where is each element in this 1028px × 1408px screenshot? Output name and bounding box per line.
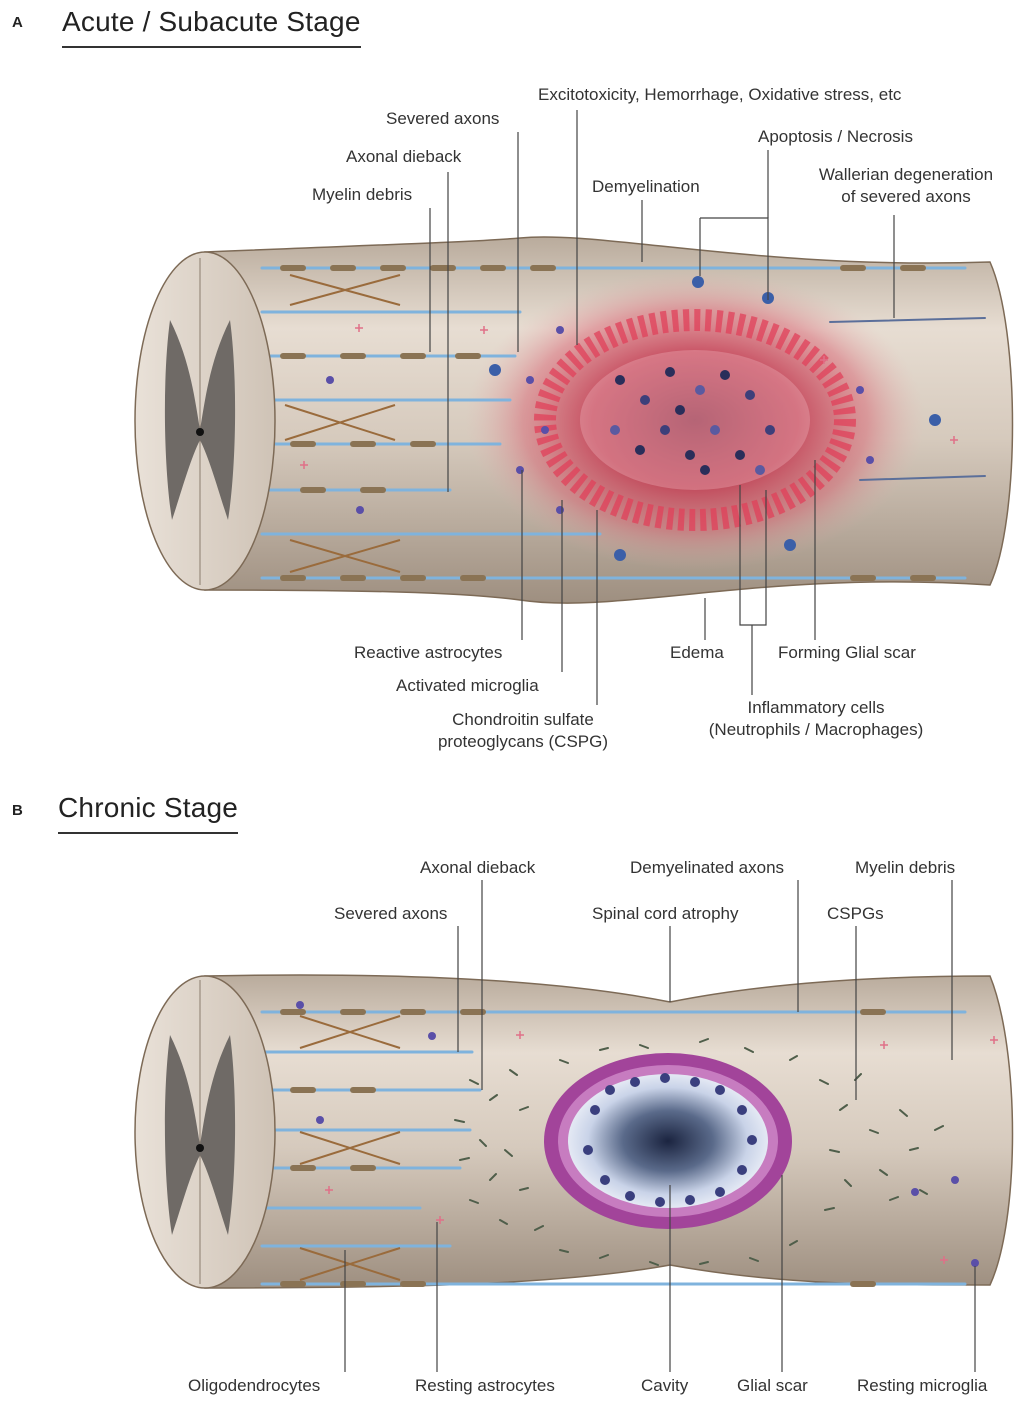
label-forming-glial-scar: Forming Glial scar [778, 642, 916, 664]
label-excitotoxicity: Excitotoxicity, Hemorrhage, Oxidative st… [538, 84, 901, 106]
label-demyelinated-axons: Demyelinated axons [630, 857, 784, 879]
label-cspg-line-1: Chondroitin sulfate [410, 709, 636, 731]
cord-cross-section [135, 252, 275, 590]
label-glial-scar: Glial scar [737, 1375, 808, 1397]
label-cavity: Cavity [641, 1375, 688, 1397]
label-myelin-debris-b: Myelin debris [855, 857, 955, 879]
panel-title-acute: Acute / Subacute Stage [62, 6, 361, 48]
label-resting-microglia: Resting microglia [857, 1375, 987, 1397]
panel-title-chronic: Chronic Stage [58, 792, 238, 834]
label-severed-axons: Severed axons [386, 108, 499, 130]
label-inflammatory-line-2: (Neutrophils / Macrophages) [676, 719, 956, 741]
label-apoptosis-necrosis: Apoptosis / Necrosis [758, 126, 913, 148]
label-demyelination: Demyelination [592, 176, 700, 198]
label-oligodendrocytes: Oligodendrocytes [188, 1375, 320, 1397]
panel-letter-a: A [12, 14, 23, 31]
label-inflammatory-line-1: Inflammatory cells [676, 697, 956, 719]
label-myelin-debris: Myelin debris [312, 184, 412, 206]
label-axonal-dieback: Axonal dieback [346, 146, 461, 168]
label-reactive-astrocytes: Reactive astrocytes [354, 642, 502, 664]
label-severed-axons-b: Severed axons [334, 903, 447, 925]
cord-cross-section-chronic [135, 976, 275, 1288]
panel-chronic: B Chronic Stage Axonal dieback Demyelina… [0, 780, 1028, 1408]
label-cspg-line-2: proteoglycans (CSPG) [410, 731, 636, 753]
panel-letter-b: B [12, 802, 23, 819]
panel-acute-subacute: A Acute / Subacute Stage Excitotoxicity,… [0, 0, 1028, 770]
label-cspg: Chondroitin sulfate proteoglycans (CSPG) [410, 709, 636, 753]
label-edema: Edema [670, 642, 724, 664]
label-resting-astrocytes: Resting astrocytes [415, 1375, 555, 1397]
label-wallerian-line-2: of severed axons [796, 186, 1016, 208]
label-wallerian-degeneration: Wallerian degeneration of severed axons [796, 164, 1016, 208]
label-inflammatory-cells: Inflammatory cells (Neutrophils / Macrop… [676, 697, 956, 741]
label-cspgs: CSPGs [827, 903, 884, 925]
label-axonal-dieback-b: Axonal dieback [420, 857, 535, 879]
cavity [568, 1074, 768, 1208]
label-wallerian-line-1: Wallerian degeneration [796, 164, 1016, 186]
label-spinal-cord-atrophy: Spinal cord atrophy [592, 903, 738, 925]
label-activated-microglia: Activated microglia [396, 675, 539, 697]
